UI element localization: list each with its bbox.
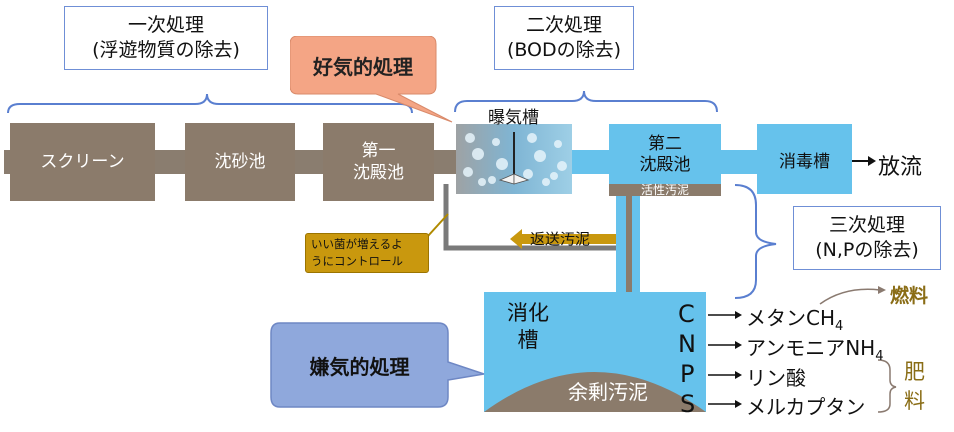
- product-ammonia: アンモニアNH4: [746, 336, 884, 364]
- digester-tank: [484, 292, 706, 412]
- return-sludge-label: 返送汚泥: [530, 230, 591, 248]
- screen-unit: スクリーン: [10, 123, 155, 201]
- control-note: いい菌が増えるようにコントロール: [305, 233, 429, 273]
- activated-sludge-layer: 活性汚泥: [609, 184, 721, 196]
- element-s: S: [680, 390, 696, 418]
- excess-sludge-label: 余剰汚泥: [568, 380, 648, 404]
- primary-sedimentation-unit: 第一沈殿池: [323, 123, 434, 201]
- aeration-tank-label: 曝気槽: [488, 108, 539, 128]
- aerobic-callout-shape: [290, 36, 453, 123]
- flow-channel-tertiary: [720, 150, 762, 174]
- element-n: N: [678, 330, 696, 358]
- product-phosphoric-acid: リン酸: [746, 366, 806, 390]
- grit-chamber-unit: 沈砂池: [185, 123, 295, 201]
- secondary-treatment-label: 二次処理(BODの除去): [494, 6, 634, 70]
- aeration-tank: [456, 124, 572, 194]
- element-p: P: [680, 360, 695, 388]
- tertiary-treatment-label: 三次処理(N,Pの除去): [793, 206, 941, 270]
- digester-label: 消化槽: [507, 301, 549, 353]
- excess-sludge-line: [626, 196, 632, 364]
- disinfection-tank: 消毒槽: [757, 124, 852, 194]
- aeration-bubbles: [463, 132, 567, 186]
- fuel-label: 燃料: [890, 285, 929, 307]
- fertilizer-brace: [877, 359, 897, 413]
- anaerobic-callout-shape: [270, 322, 485, 408]
- fertilizer-label: 肥料: [904, 360, 925, 414]
- fuel-arrow: [819, 288, 881, 305]
- flow-channel-secondary: [572, 150, 612, 174]
- element-c: C: [678, 300, 695, 328]
- secondary-sedimentation-unit: 第二沈殿池: [609, 124, 721, 186]
- tertiary-brace: [734, 184, 777, 299]
- product-methane: メタンCH4: [746, 306, 844, 334]
- anaerobic-treatment-label: 嫌気的処理: [309, 354, 410, 379]
- primary-treatment-label: 一次処理(浮遊物質の除去): [64, 6, 268, 70]
- aerobic-treatment-label: 好気的処理: [313, 54, 413, 79]
- return-sludge-arrow: [510, 229, 616, 249]
- secondary-brace: [454, 90, 718, 113]
- excess-sludge-mound: [484, 372, 706, 412]
- note-pointer: [427, 213, 449, 237]
- product-mercaptan: メルカプタン: [746, 395, 866, 419]
- discharge-label: 放流: [878, 155, 923, 180]
